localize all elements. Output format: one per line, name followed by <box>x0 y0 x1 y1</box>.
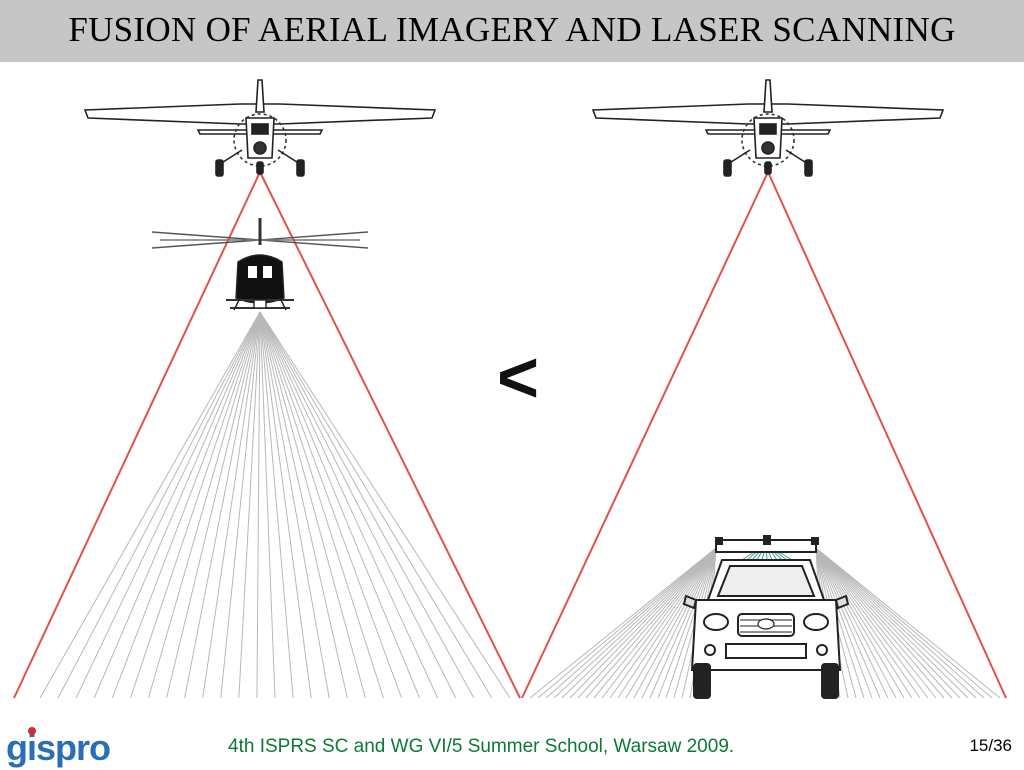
scan-line <box>815 547 921 699</box>
helicopter-icon <box>151 218 369 311</box>
scan-line <box>259 311 366 699</box>
relation-symbol: < <box>497 338 539 418</box>
scan-line <box>815 547 985 699</box>
diagram: < <box>0 62 1024 712</box>
helicopter-scan-lines <box>39 311 511 699</box>
scan-line <box>259 311 439 699</box>
scan-line <box>259 311 330 699</box>
scan-line <box>545 547 717 699</box>
scan-line <box>39 311 261 699</box>
scan-line <box>633 547 717 699</box>
scan-line <box>166 311 261 699</box>
scan-line <box>202 311 261 699</box>
scan-line <box>259 311 421 699</box>
airplane-icon <box>83 79 437 177</box>
scan-line <box>569 547 717 699</box>
left-footprint-lines <box>13 171 521 699</box>
scan-line <box>815 547 1001 699</box>
scan-line <box>259 311 403 699</box>
scan-line <box>93 311 261 699</box>
scan-line <box>815 547 929 699</box>
right-footprint-lines <box>521 171 1007 699</box>
scan-line <box>815 547 889 699</box>
scan-line <box>593 547 717 699</box>
scan-line <box>815 547 897 699</box>
footer: gispro 4th ISPRS SC and WG VI/5 Summer S… <box>0 712 1024 768</box>
scan-line <box>57 311 261 699</box>
scan-line <box>617 547 717 699</box>
scan-line <box>561 547 717 699</box>
scan-line <box>259 311 348 699</box>
scan-line <box>609 547 717 699</box>
title-bar: FUSION OF AERIAL IMAGERY AND LASER SCANN… <box>0 0 1024 62</box>
scan-line <box>259 311 384 699</box>
scan-line <box>815 547 881 699</box>
scan-line <box>238 311 261 699</box>
scan-line <box>553 547 717 699</box>
scan-line <box>529 547 717 699</box>
scan-line <box>129 311 261 699</box>
scan-line <box>649 547 717 699</box>
scan-line <box>220 311 261 699</box>
logo-text-pro: pro <box>55 727 111 768</box>
logo-dot-icon <box>28 727 36 735</box>
scan-line <box>577 547 717 699</box>
car-icon <box>682 535 850 699</box>
scan-line <box>641 547 717 699</box>
gispro-logo: gispro <box>6 726 111 770</box>
scan-line <box>815 547 913 699</box>
scan-line <box>815 547 953 699</box>
scan-line <box>815 547 865 699</box>
page-number: 15/36 <box>969 736 1012 755</box>
scan-line <box>665 547 717 699</box>
scan-line <box>256 311 261 699</box>
scan-line <box>815 547 993 699</box>
scan-line <box>601 547 717 699</box>
scan-line <box>111 311 261 699</box>
scan-line <box>815 547 873 699</box>
scan-line <box>657 547 717 699</box>
scan-line <box>259 311 312 699</box>
scan-line <box>259 311 475 699</box>
scan-line <box>259 311 511 699</box>
slide-title: FUSION OF AERIAL IMAGERY AND LASER SCANN… <box>68 10 956 49</box>
scan-line <box>815 547 945 699</box>
scan-line <box>147 311 261 699</box>
airplane-icon <box>591 79 945 177</box>
scan-line <box>184 311 261 699</box>
footer-event-text: 4th ISPRS SC and WG VI/5 Summer School, … <box>228 736 735 757</box>
scan-line <box>815 547 905 699</box>
scan-line <box>259 311 276 699</box>
scan-line <box>815 547 969 699</box>
scan-line <box>75 311 261 699</box>
scan-line <box>259 311 294 699</box>
scan-line <box>815 547 937 699</box>
scan-line <box>259 311 493 699</box>
scan-line <box>259 311 457 699</box>
scan-line <box>625 547 717 699</box>
scan-line <box>585 547 717 699</box>
scan-line <box>537 547 717 699</box>
scan-line <box>815 547 977 699</box>
scan-line <box>815 547 961 699</box>
